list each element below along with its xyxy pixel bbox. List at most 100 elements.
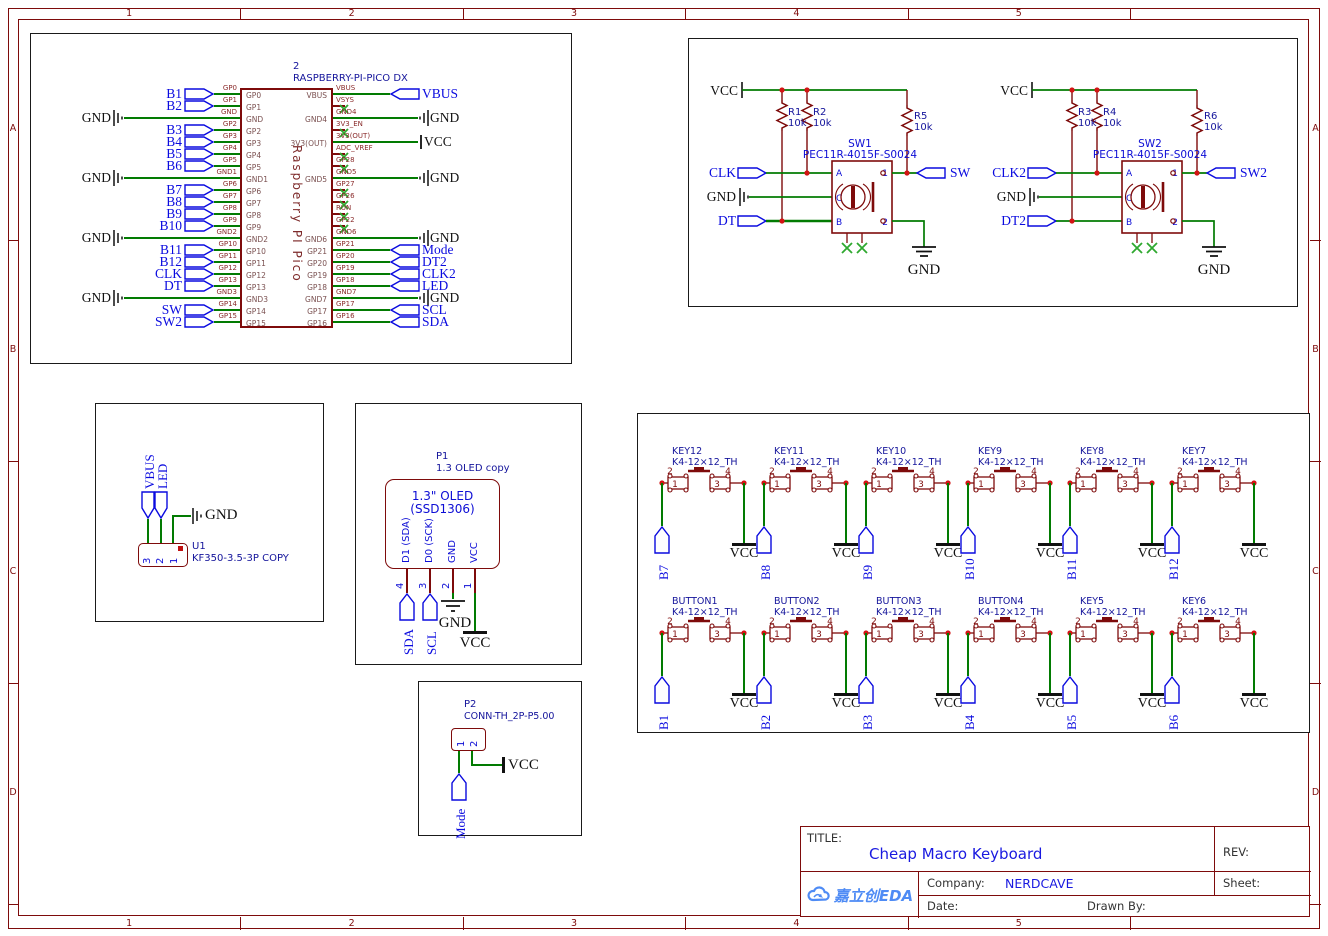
wire[interactable] — [333, 297, 418, 299]
port-B8[interactable]: B8 — [758, 564, 773, 580]
no-connect-x-icon[interactable] — [338, 100, 350, 114]
port-tag-icon[interactable] — [960, 525, 976, 554]
port-B6[interactable]: B6 — [1166, 714, 1181, 730]
net-label[interactable]: GND4 — [336, 108, 357, 116]
port-label[interactable]: CLK — [709, 165, 736, 180]
wire[interactable] — [160, 519, 162, 543]
tact-switch-icon[interactable]: 2 4 1 3 — [964, 466, 1054, 496]
tact-switch-icon[interactable]: 2 4 1 3 — [964, 616, 1054, 646]
wire[interactable] — [743, 633, 745, 693]
port-tag-icon[interactable] — [858, 675, 874, 704]
wire[interactable] — [214, 129, 240, 131]
wire[interactable] — [967, 633, 969, 676]
key-designator[interactable]: BUTTON2 — [774, 596, 820, 607]
key-designator[interactable]: KEY9 — [978, 446, 1003, 457]
wire[interactable] — [214, 261, 240, 263]
port-B5[interactable]: B5 — [1064, 714, 1079, 730]
net-label[interactable]: GP13 — [218, 276, 237, 284]
gnd-label[interactable]: GND — [205, 507, 238, 523]
port-DT[interactable]: DT — [162, 276, 214, 296]
wire[interactable] — [452, 593, 454, 599]
net-label[interactable]: GP21 — [336, 240, 355, 248]
port-B1[interactable]: B1 — [164, 84, 214, 104]
port-tag-icon[interactable] — [422, 593, 438, 621]
port-label[interactable]: SDA — [401, 628, 416, 655]
net-label[interactable]: GP26 — [336, 192, 355, 200]
key-designator[interactable]: KEY10 — [876, 446, 907, 457]
tact-switch-icon[interactable]: 2 4 1 3 — [658, 466, 748, 496]
net-label[interactable]: GND5 — [336, 168, 357, 176]
net-label[interactable]: VSYS — [336, 96, 354, 104]
resistor-value[interactable]: 10k — [813, 118, 832, 129]
port-B4[interactable]: B4 — [164, 132, 214, 152]
vcc-label[interactable]: VCC — [831, 696, 861, 711]
no-connect-x-icon[interactable] — [338, 160, 350, 174]
section-box-p1[interactable] — [355, 403, 582, 665]
vcc-label[interactable]: VCC — [1035, 546, 1065, 561]
key-designator[interactable]: KEY7 — [1182, 446, 1207, 457]
key-part-name[interactable]: K4-12×12_TH — [1182, 456, 1248, 468]
no-connect-x-icon[interactable] — [338, 148, 350, 162]
key-designator[interactable]: BUTTON4 — [978, 596, 1024, 607]
u1-designator[interactable]: U1 — [192, 541, 206, 552]
net-label[interactable]: GND2 — [216, 228, 237, 236]
net-label[interactable]: 3V3(OUT) — [336, 132, 371, 140]
wire[interactable] — [471, 751, 473, 766]
encoder-designator[interactable]: SW2 — [1138, 138, 1162, 150]
wire[interactable] — [947, 633, 949, 693]
gnd-flag-label[interactable]: GND — [707, 189, 736, 204]
port-B12[interactable]: B12 — [157, 252, 214, 272]
wire[interactable] — [865, 633, 867, 676]
port-SCL[interactable]: SCL — [390, 300, 449, 320]
net-label[interactable]: GP6 — [222, 180, 237, 188]
wire[interactable] — [214, 285, 240, 287]
key-part-name[interactable]: K4-12×12_TH — [672, 606, 738, 618]
key-designator[interactable]: BUTTON1 — [672, 596, 718, 607]
gnd-flag[interactable]: GND — [82, 168, 124, 188]
wire[interactable] — [333, 117, 418, 119]
port-B9[interactable]: B9 — [860, 564, 875, 580]
wire[interactable] — [333, 249, 390, 251]
net-label[interactable]: GP2 — [222, 120, 237, 128]
tact-switch-icon[interactable]: 2 4 1 3 — [1066, 616, 1156, 646]
wire[interactable] — [892, 220, 925, 247]
key-designator[interactable]: KEY5 — [1080, 596, 1105, 607]
port-B3[interactable]: B3 — [164, 120, 214, 140]
port-SDA[interactable]: SDA — [390, 312, 451, 332]
port-B4[interactable]: B4 — [962, 714, 977, 730]
key-designator[interactable]: KEY8 — [1080, 446, 1105, 457]
vcc-label[interactable]: VCC — [729, 546, 759, 561]
resistor-ref[interactable]: R5 — [914, 111, 927, 122]
wire[interactable] — [214, 273, 240, 275]
vcc-label[interactable]: VCC — [508, 757, 539, 773]
port-tag-icon[interactable] — [654, 525, 670, 554]
gnd-flag[interactable]: GND — [82, 228, 124, 248]
gnd-flag[interactable]: GND — [418, 228, 460, 248]
gnd-label[interactable]: GND — [438, 615, 472, 631]
port-Mode[interactable]: Mode — [390, 240, 456, 260]
wire[interactable] — [333, 309, 390, 311]
wire[interactable] — [333, 237, 418, 239]
net-label[interactable]: GP15 — [218, 312, 237, 320]
net-label[interactable]: GP9 — [222, 216, 237, 224]
resistor-icon[interactable] — [800, 100, 814, 131]
port-label[interactable]: CLK2 — [992, 165, 1026, 180]
wire[interactable] — [214, 105, 240, 107]
u1-symbol-body[interactable] — [138, 543, 188, 567]
p2-designator[interactable]: P2 — [464, 699, 477, 710]
tact-switch-icon[interactable]: 2 4 1 3 — [862, 616, 952, 646]
port-tag-icon[interactable] — [1164, 525, 1180, 554]
vcc-label[interactable]: VCC — [933, 546, 963, 561]
key-designator[interactable]: BUTTON3 — [876, 596, 922, 607]
net-label[interactable]: GP16 — [336, 312, 355, 320]
key-part-name[interactable]: K4-12×12_TH — [1080, 456, 1146, 468]
vcc-label[interactable]: VCC — [831, 546, 861, 561]
resistor-icon[interactable] — [1190, 105, 1204, 136]
no-connect-x-icon[interactable] — [338, 184, 350, 198]
port-tag-icon[interactable] — [858, 525, 874, 554]
net-label[interactable]: GP7 — [222, 192, 237, 200]
